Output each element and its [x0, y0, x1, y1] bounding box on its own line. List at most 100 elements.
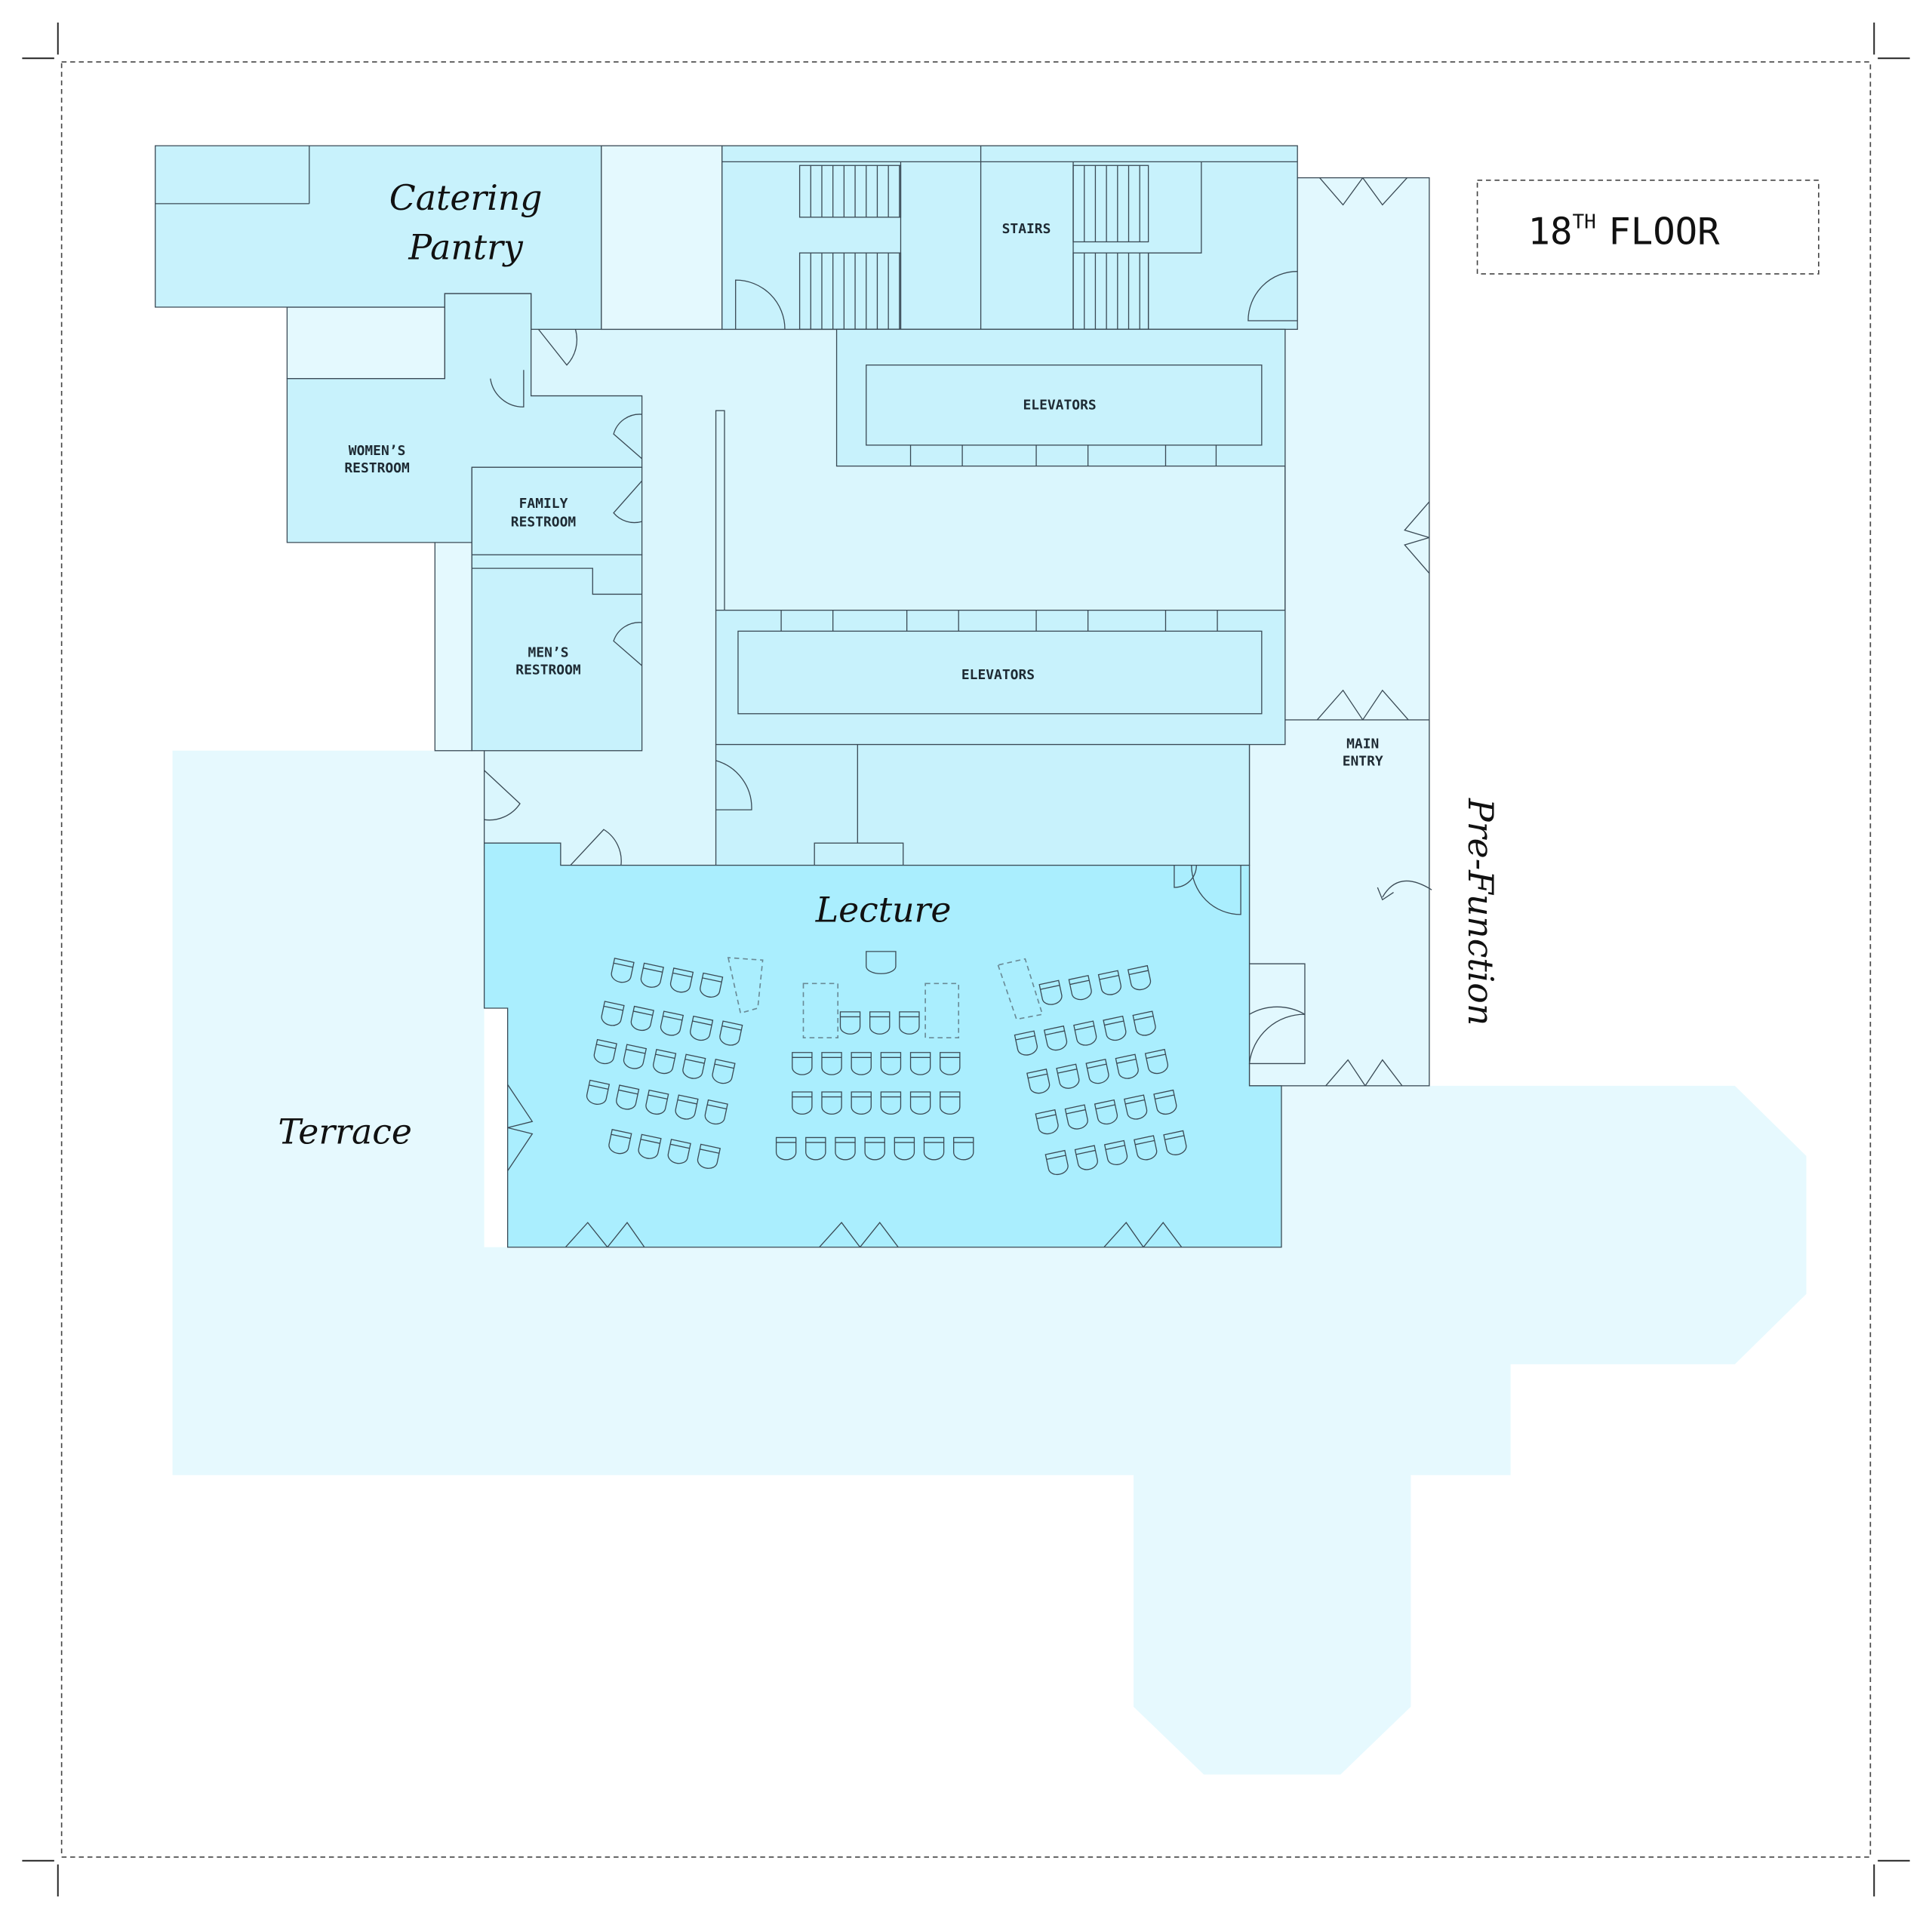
chair-icon [1064, 1104, 1088, 1130]
chair-icon [1134, 1135, 1158, 1161]
chair-icon [923, 1136, 945, 1161]
chair-icon [880, 1091, 902, 1115]
elevator-core-lower[interactable] [737, 630, 1263, 715]
chair-icon [667, 1139, 691, 1164]
chair-icon [821, 1052, 842, 1075]
chair-icon [909, 1091, 931, 1115]
chair-icon [851, 1052, 872, 1075]
chair-icon [700, 972, 724, 998]
chair-icon [792, 1091, 813, 1115]
chair-icon [1094, 1099, 1118, 1125]
chair-icon [1043, 1025, 1068, 1051]
prefunction-doors [1316, 177, 1430, 1087]
service-room [715, 743, 1251, 866]
chair-icon [851, 1091, 872, 1115]
terrace-area[interactable] [172, 750, 1807, 1775]
elevator-core-upper[interactable] [866, 364, 1263, 446]
seating [586, 957, 1187, 1176]
podium-icon [866, 951, 897, 974]
chair-icon [682, 1053, 706, 1079]
chair-icon [616, 1084, 640, 1110]
terrace-label: Terrace [278, 1112, 412, 1152]
chair-icon [880, 1052, 902, 1075]
chair-icon [775, 1136, 797, 1161]
chair-icon [675, 1094, 699, 1120]
elevators-lower-label: ELEVATORS [961, 667, 1035, 683]
lecture-label: Lecture [815, 890, 952, 930]
service-corridor [601, 145, 723, 331]
chair-icon [1044, 1149, 1069, 1176]
chair-icon [1132, 1010, 1156, 1036]
chair-icon [586, 1079, 611, 1105]
chair-icon [839, 1011, 861, 1035]
chair-icon [608, 1129, 632, 1155]
chair-icon [593, 1038, 617, 1065]
chair-icon [894, 1136, 915, 1161]
chair-icon [864, 1136, 885, 1161]
table-outline [727, 957, 764, 1014]
mens-restroom[interactable] [471, 554, 643, 752]
chair-icon [623, 1044, 648, 1069]
catering-pantry-room[interactable] [155, 145, 602, 331]
chair-icon [869, 1011, 891, 1035]
chair-icon [909, 1052, 931, 1075]
catering-label: Catering [389, 178, 543, 218]
door-icon [1247, 271, 1298, 321]
table-outline [997, 958, 1044, 1020]
door-icon [735, 279, 786, 330]
stairs-block[interactable] [721, 145, 1298, 331]
chair-icon [940, 1091, 961, 1115]
chair-icon [940, 1052, 961, 1075]
main-entry-label-1: MAIN [1346, 736, 1379, 752]
chair-icon [640, 962, 664, 988]
table-outline [924, 983, 960, 1038]
chair-icon [1097, 970, 1121, 995]
chair-icon [1073, 1020, 1097, 1046]
stairs-label: STAIRS [1002, 221, 1051, 237]
chair-icon [1163, 1130, 1187, 1155]
chair-icon [1035, 1109, 1059, 1135]
chair-icon [630, 1005, 654, 1032]
chair-icon [821, 1091, 842, 1115]
pantry-vestibule [286, 306, 446, 380]
chair-icon [645, 1089, 669, 1115]
chair-icon [953, 1136, 974, 1161]
stair-treads [798, 165, 1149, 331]
chair-icon [1074, 1145, 1098, 1170]
chair-icon [660, 1010, 685, 1036]
chair-icon [1026, 1069, 1051, 1094]
main-entry-label-2: ENTRY [1343, 753, 1383, 769]
chair-icon [1038, 979, 1063, 1005]
family-label-2: RESTROOM [511, 515, 577, 530]
pre-function-label: Pre-Function [1460, 798, 1500, 1026]
chair-icon [1127, 964, 1152, 991]
family-restroom[interactable] [471, 466, 643, 555]
chair-icon [792, 1052, 813, 1075]
elevators-upper-label: ELEVATORS [1023, 398, 1096, 414]
family-label-1: FAMILY [519, 496, 568, 512]
chair-icon [1124, 1094, 1148, 1120]
main-entry-area[interactable] [1248, 719, 1430, 1087]
chair-icon [704, 1099, 728, 1125]
mens-label-1: MEN’S [528, 645, 569, 661]
chair-icon [712, 1058, 736, 1084]
chair-icon [638, 1133, 662, 1159]
chair-icon [719, 1020, 743, 1046]
chair-icon [1115, 1053, 1139, 1079]
chair-icon [1014, 1030, 1038, 1056]
arrow-icon [1377, 880, 1432, 901]
chair-icon [669, 967, 694, 993]
chair-icon [1144, 1048, 1168, 1075]
chair-icon [690, 1015, 714, 1041]
lecture-room[interactable] [483, 842, 1282, 1248]
chair-icon [1056, 1063, 1080, 1089]
side-strip [434, 542, 472, 752]
restroom-doors [484, 328, 643, 866]
table-outline [802, 983, 839, 1038]
womens-restroom[interactable] [286, 293, 643, 543]
chair-icon [653, 1048, 677, 1075]
chair-icon [1103, 1015, 1127, 1041]
